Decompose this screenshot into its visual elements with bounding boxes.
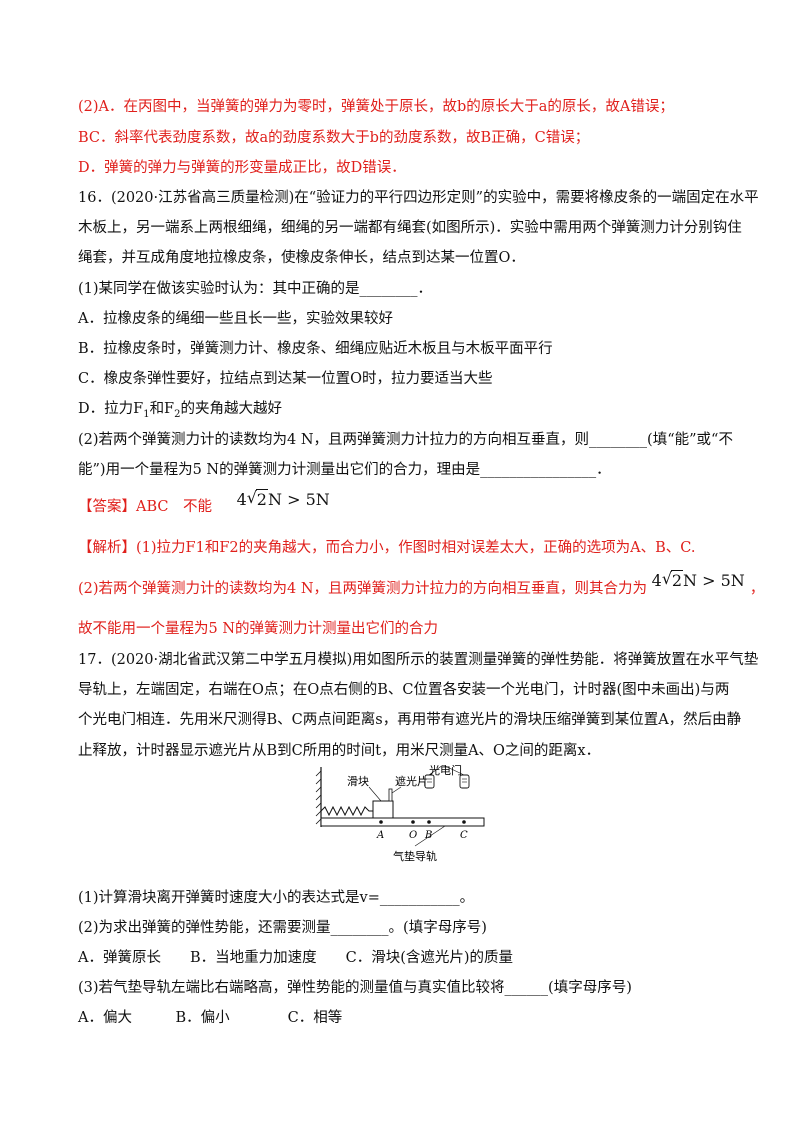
subscript-2: 2 (174, 408, 181, 420)
analysis-line-bc: BC．斜率代表劲度系数，故a的劲度系数大于b的劲度系数，故B正确，C错误； (78, 130, 590, 146)
wall-hatch (315, 770, 322, 825)
shade-label: 遮光片 (395, 774, 428, 788)
sqrt-sign: √2 (246, 488, 268, 510)
photogate-label: 光电门 (429, 765, 462, 777)
answer-formula: 4√2N > 5N (236, 488, 330, 510)
point-c-dot (462, 820, 466, 824)
point-c-label: C (460, 830, 468, 841)
analysis-16-line-2: (2)若两个弹簧测力计的读数均为4 N，且两弹簧测力计拉力的方向相互垂直，则其合… (78, 569, 765, 599)
point-a-label: A (376, 830, 384, 841)
formula-rest: N > 5N (267, 490, 330, 509)
question-16-part-2a: (2)若两个弹簧测力计的读数均为4 N，且两弹簧测力计拉力的方向相互垂直，则__… (78, 432, 733, 448)
option-d-mid: 和F (149, 401, 175, 417)
option-b: B．拉橡皮条时，弹簧测力计、橡皮条、细绳应贴近木板且与木板平面平行 (78, 341, 553, 357)
point-a-dot (379, 820, 383, 824)
answer-text: 【答案】ABC 不能 (78, 499, 212, 515)
option-d-pre: D．拉力F (78, 401, 144, 417)
point-b-dot (427, 820, 431, 824)
option-a: A．拉橡皮条的绳细一些且长一些，实验效果较好 (78, 311, 393, 327)
question-17-part-2: (2)为求出弹簧的弹性势能，还需要测量________。(填字母序号) (78, 920, 487, 936)
question-17-part-1: (1)计算滑块离开弹簧时速度大小的表达式是v=___________。 (78, 890, 475, 906)
shade-plate (388, 788, 393, 802)
analysis-formula: 4√2N > 5N (651, 569, 750, 591)
point-o-dot (411, 820, 415, 824)
question-16-line-3: 绳套，并互成角度地拉橡皮条，使橡皮条伸长，结点到达某一位置O． (78, 250, 525, 266)
question-17-line-3: 个光电门相连．先用米尺测得B、C两点间距离s，再用带有遮光片的滑块压缩弹簧到某位… (78, 712, 742, 728)
slider-leader (368, 786, 382, 802)
question-17-part-2-options: A．弹簧原长 B．当地重力加速度 C．滑块(含遮光片)的质量 (78, 950, 514, 966)
point-b-label: B (424, 830, 432, 841)
air-rail-label: 气垫导轨 (393, 849, 437, 863)
formula-rest: N > 5N (683, 571, 745, 590)
photogate-c (459, 774, 470, 789)
option-c: C．橡皮条弹性要好，拉结点到达某一位置O时，拉力要适当大些 (78, 371, 493, 387)
formula-radicand: 2 (670, 570, 684, 590)
option-d-post: 的夹角越大越好 (180, 401, 283, 417)
answer-line: 【答案】ABC 不能 4√2N > 5N (78, 488, 330, 517)
question-17-line-2: 导轨上，左端固定，右端在O点；在O点右侧的B、C位置各安装一个光电门，计时器(图… (78, 682, 730, 698)
spring (320, 805, 373, 817)
point-o-label: O (409, 830, 417, 841)
question-16-part-1: (1)某同学在做该实验时认为：其中正确的是________． (78, 281, 433, 297)
analysis-line-2a: (2)A．在丙图中，当弹簧的弹力为零时，弹簧处于原长，故b的原长大于a的原长，故… (78, 99, 674, 115)
slider-block (372, 800, 394, 819)
formula-coefficient: 4 (651, 571, 662, 590)
air-track-diagram: 滑块 遮光片 光电门 A O B C 气垫导轨 (315, 765, 485, 863)
analysis-line-d: D．弹簧的弹力与弹簧的形变量成正比，故D错误． (78, 160, 406, 176)
analysis-16-line-3: 故不能用一个量程为5 N的弹簧测力计测量出它们的合力 (78, 621, 439, 637)
question-16-part-2b: 能”)用一个量程为5 N的弹簧测力计测量出它们的合力，理由是__________… (78, 462, 611, 478)
rail-leader (414, 825, 446, 847)
analysis-16-line-1: 【解析】(1)拉力F1和F2的夹角越大，而合力小，作图时相对误差太大，正确的选项… (78, 540, 696, 556)
analysis-16-comma: ， (749, 581, 765, 597)
analysis-16-text: (2)若两个弹簧测力计的读数均为4 N，且两弹簧测力计拉力的方向相互垂直，则其合… (78, 581, 648, 597)
shade-leader (391, 786, 402, 794)
question-16-line-1: 16．(2020·江苏省高三质量检测)在“验证力的平行四边形定则”的实验中，需要… (78, 190, 759, 206)
question-17-line-4: 止释放，计时器显示遮光片从B到C所用的时间t，用米尺测量A、O之间的距离x． (78, 743, 601, 759)
question-17-part-3-options: A．偏大 B．偏小 C．相等 (78, 1010, 343, 1026)
subscript-1: 1 (143, 408, 150, 420)
option-d: D．拉力F1和F2的夹角越大越好 (78, 399, 282, 425)
question-16-line-2: 木板上，另一端系上两根细绳，细绳的另一端都有绳套(如图所示)．实验中需用两个弹簧… (78, 220, 742, 236)
formula-coefficient: 4 (236, 490, 247, 509)
sqrt-symbol: √ (246, 488, 257, 507)
gate-leader (428, 765, 465, 776)
formula-radicand: 2 (255, 489, 268, 509)
question-17-line-1: 17．(2020·湖北省武汉第二中学五月模拟)用如图所示的装置测量弹簧的弹性势能… (78, 652, 759, 668)
question-17-part-3: (3)若气垫导轨左端比右端略高，弹性势能的测量值与真实值比较将______(填字… (78, 980, 632, 996)
slider-label: 滑块 (347, 775, 369, 788)
sqrt-symbol: √ (661, 569, 673, 588)
sqrt-sign: √2 (661, 569, 684, 591)
air-rail (320, 817, 485, 827)
